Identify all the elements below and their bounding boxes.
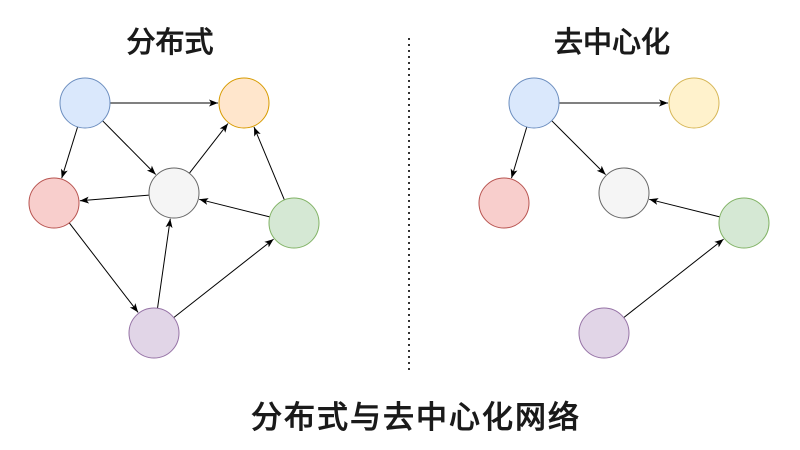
node-decentralized-green	[718, 197, 770, 249]
edge-decentralized-A-C	[510, 126, 528, 179]
edge-distributed-D-B	[188, 123, 229, 174]
distributed-title: 分布式	[126, 25, 213, 59]
edge-distributed-A-C	[61, 126, 79, 179]
node-distributed-blue	[59, 77, 111, 129]
diagram-caption: 分布式与去中心化网络	[251, 400, 581, 436]
edge-distributed-A-D	[102, 120, 157, 175]
edge-distributed-D-C	[79, 194, 150, 204]
node-decentralized-blue	[508, 77, 560, 129]
edge-decentralized-F-E	[623, 238, 724, 318]
edge-distributed-C-F	[68, 222, 139, 313]
decentralized-title: 去中心化	[554, 25, 670, 59]
node-decentralized-yellow	[668, 77, 720, 129]
decentralized-network	[478, 77, 770, 359]
edge-distributed-F-D	[157, 218, 173, 309]
node-decentralized-purple	[578, 307, 630, 359]
node-decentralized-gray	[598, 167, 650, 219]
node-decentralized-red	[478, 177, 530, 229]
node-distributed-purple	[128, 307, 180, 359]
edge-distributed-E-D	[199, 198, 270, 218]
edge-decentralized-A-D	[551, 120, 606, 175]
node-distributed-green	[268, 197, 320, 249]
distributed-network	[28, 77, 320, 359]
edge-distributed-E-B	[253, 126, 285, 201]
node-distributed-red	[28, 177, 80, 229]
node-distributed-orange	[218, 77, 270, 129]
edge-distributed-F-E	[173, 238, 274, 318]
edge-decentralized-E-D	[649, 198, 720, 218]
node-distributed-gray	[148, 167, 200, 219]
